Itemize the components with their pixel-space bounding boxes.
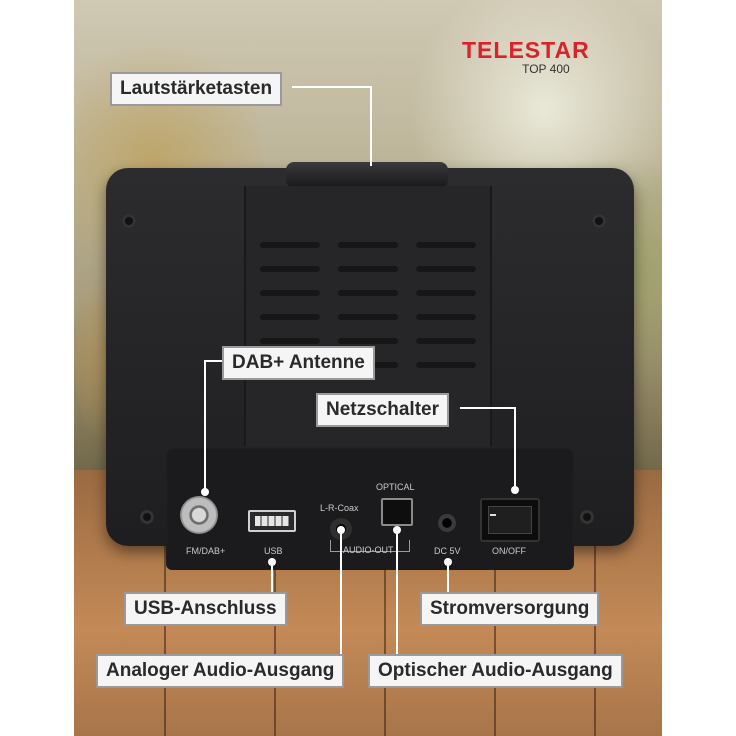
vent-slot [416, 242, 476, 248]
antenna-connector-icon [180, 496, 218, 534]
power-rocker [488, 506, 532, 534]
dc-port-label: DC 5V [434, 546, 461, 556]
callout-usb-port: USB-Anschluss [124, 592, 287, 626]
power-switch-icon [480, 498, 540, 542]
leader-dot [337, 526, 345, 534]
leader-dot [393, 526, 401, 534]
leader-line [340, 530, 342, 654]
leader-line [460, 407, 516, 409]
vent-slot [260, 242, 320, 248]
callout-analog-audio-out: Analoger Audio-Ausgang [96, 654, 345, 688]
audio-out-bracket [330, 540, 410, 552]
leader-line [292, 86, 372, 88]
vent-slot [338, 266, 398, 272]
vent-slot [338, 242, 398, 248]
optical-port-icon [381, 498, 413, 526]
callout-optical-audio-out: Optischer Audio-Ausgang [368, 654, 623, 688]
model-name: TOP 400 [522, 62, 570, 76]
leader-line [447, 562, 449, 592]
optical-port-label: OPTICAL [376, 482, 415, 492]
leader-dot [268, 558, 276, 566]
callout-power-supply: Stromversorgung [420, 592, 600, 626]
leader-line [396, 530, 398, 654]
brand-logo: TELESTAR TOP 400 [462, 38, 590, 76]
vent-slot [338, 338, 398, 344]
power-port-label: ON/OFF [492, 546, 526, 556]
table-plank-seam [384, 470, 386, 736]
dc-jack-icon [438, 514, 456, 532]
leader-dot [201, 488, 209, 496]
vent-slot [416, 266, 476, 272]
leader-line [204, 360, 224, 362]
coax-port-label: L-R-Coax [320, 503, 359, 513]
callout-power-switch: Netzschalter [316, 393, 449, 427]
brand-name: TELESTAR [462, 37, 590, 63]
screw-icon [580, 510, 594, 524]
vent-slot [260, 266, 320, 272]
vent-slot [416, 290, 476, 296]
leader-line [271, 562, 273, 592]
usb-port-label: USB [264, 546, 283, 556]
vent-slot [416, 362, 476, 368]
audio-out-label: AUDIO-OUT [343, 545, 394, 555]
vent-slot [260, 314, 320, 320]
screw-icon [592, 214, 606, 228]
leader-dot [444, 558, 452, 566]
leader-line [370, 86, 372, 166]
power-mark [490, 514, 496, 516]
antenna-port-label: FM/DAB+ [186, 546, 226, 556]
volume-buttons [286, 162, 448, 188]
leader-line [514, 407, 516, 491]
leader-line [204, 360, 206, 494]
vent-slot [416, 314, 476, 320]
screw-icon [140, 510, 154, 524]
vent-slot [416, 338, 476, 344]
vent-slot [338, 290, 398, 296]
vent-slot [260, 290, 320, 296]
usb-port-icon [248, 510, 296, 532]
vent-slot [338, 314, 398, 320]
vent-slot [260, 338, 320, 344]
callout-dab-antenna: DAB+ Antenne [222, 346, 375, 380]
screw-icon [122, 214, 136, 228]
callout-volume-buttons: Lautstärketasten [110, 72, 283, 106]
leader-dot [511, 486, 519, 494]
